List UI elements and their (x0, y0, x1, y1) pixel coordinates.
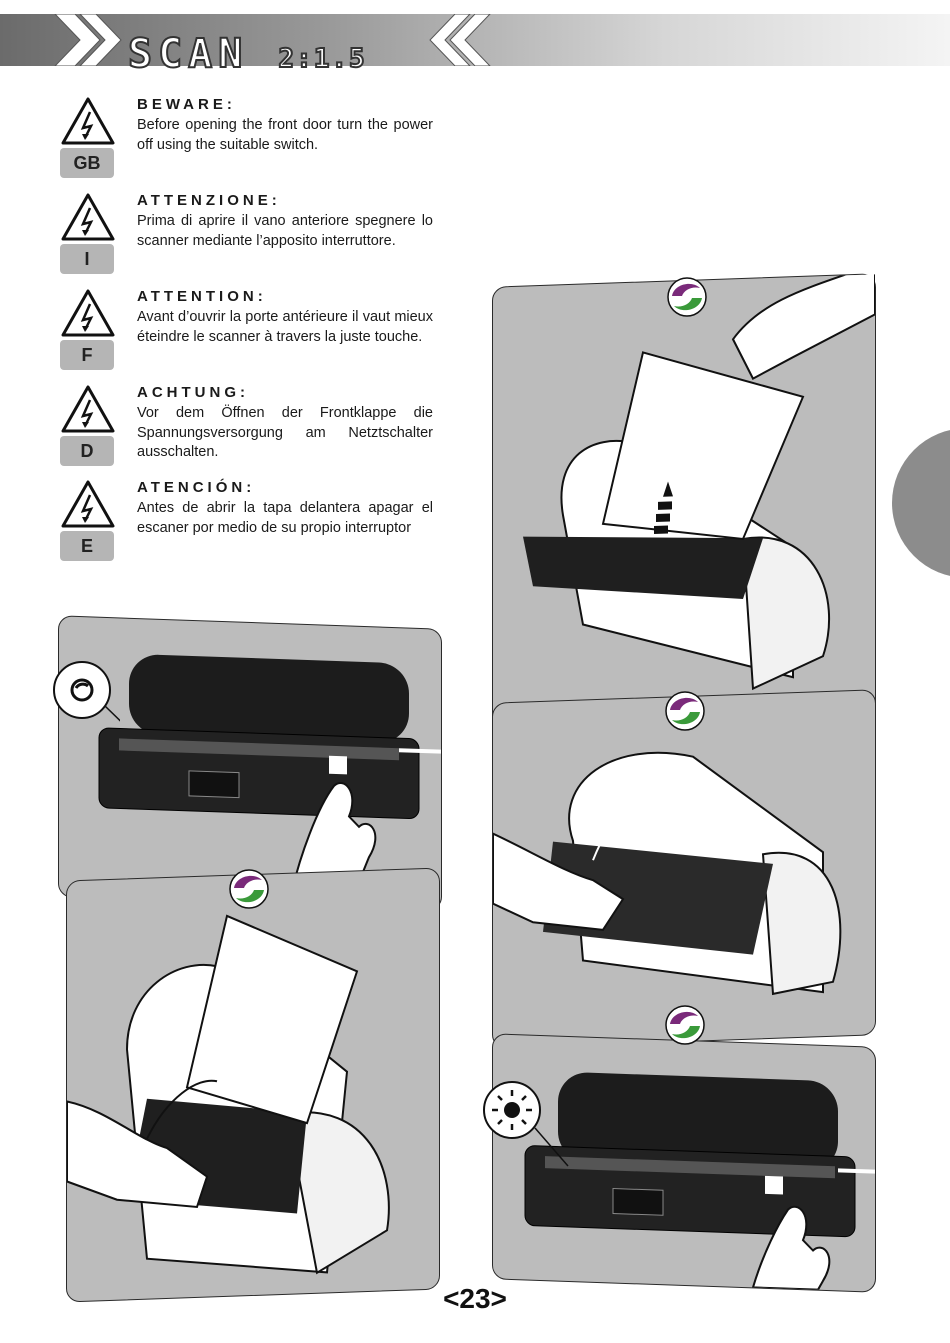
step-marker-icon (229, 869, 269, 909)
electric-hazard-icon (61, 97, 115, 145)
product-logo: SCAN 2:1.5 (127, 31, 367, 81)
electric-hazard-icon (61, 193, 115, 241)
step-marker-icon (665, 1005, 705, 1045)
header-band: SCAN 2:1.5 (0, 14, 950, 77)
warning-title-e: ATENCIÓN: (137, 479, 256, 496)
step-marker-icon (667, 277, 707, 317)
warning-text-d: Vor dem Öffnen der Frontklappe die Spann… (137, 405, 433, 460)
lang-badge-i: I (60, 244, 114, 274)
illustration-panel-load-paper (66, 867, 440, 1303)
logo-model: 2:1.5 (277, 43, 367, 75)
warning-title-d: ACHTUNG: (137, 384, 249, 401)
lang-badge-e: E (60, 531, 114, 561)
step-marker-icon (665, 691, 705, 731)
power-on-icon (483, 1081, 569, 1167)
scanner-rear-on-illustration (524, 1072, 875, 1291)
scanner-remove-illustration (523, 274, 875, 691)
warning-text-gb: Before opening the front door turn the p… (137, 117, 433, 153)
electric-hazard-icon (61, 480, 115, 528)
illustration-panel-remove-paper (492, 273, 876, 733)
warning-text-e: Antes de abrir la tapa delantera apagar … (137, 500, 433, 536)
lang-badge-d: D (60, 436, 114, 466)
lang-badge-gb: GB (60, 148, 114, 178)
scanner-rear-illustration (98, 654, 441, 908)
page-number: <23> (443, 1283, 507, 1314)
illustration-panel-switch-off (58, 615, 442, 911)
warning-title-f: ATTENTION: (137, 288, 267, 305)
scanner-load-illustration (67, 914, 390, 1275)
warning-title-gb: BEWARE: (137, 96, 236, 113)
electric-hazard-icon (61, 385, 115, 433)
side-section-tab (892, 428, 950, 578)
scanner-open-illustration (493, 751, 842, 996)
warning-title-i: ATTENZIONE: (137, 192, 281, 209)
electric-hazard-icon (61, 289, 115, 337)
warning-text-i: Prima di aprire il vano anteriore spegne… (137, 213, 433, 249)
power-off-icon (53, 661, 120, 722)
header-chevrons (54, 14, 491, 66)
warning-text-f: Avant d’ouvrir la porte antérieure il va… (137, 309, 433, 345)
illustration-panel-open-cover (492, 689, 876, 1049)
logo-main: SCAN (127, 31, 249, 77)
lang-badge-f: F (60, 340, 114, 370)
illustration-panel-switch-on (492, 1033, 876, 1293)
